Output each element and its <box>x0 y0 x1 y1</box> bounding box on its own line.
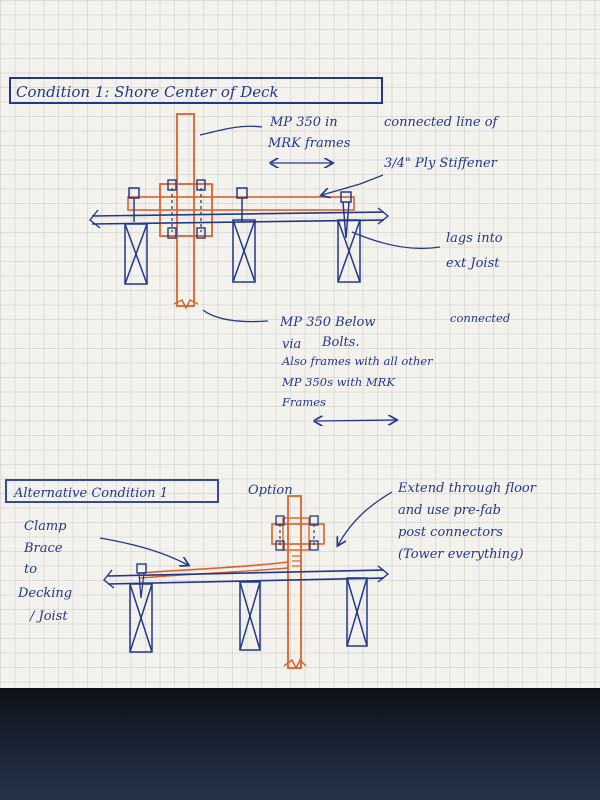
note-extend-line1: Extend through floor <box>397 481 537 496</box>
note-below-line1: MP 350 Below <box>279 315 376 330</box>
condition2-option: Option <box>248 483 293 498</box>
note-clamp-line2: Brace <box>23 541 63 556</box>
condition2-title-box <box>5 479 219 503</box>
condition2-title: Alternative Condition 1 <box>13 486 168 501</box>
note-clamp-line3: to <box>24 562 37 577</box>
note-extend-line2: and use pre-fab <box>398 503 501 518</box>
note-below-mp350s: MP 350s with MRK <box>281 375 396 389</box>
note-below-connected: connected <box>450 311 510 325</box>
condition1-title: Condition 1: Shore Center of Deck <box>16 83 279 101</box>
note-extend-line3: post connectors <box>398 525 503 540</box>
desk-background <box>0 688 600 800</box>
condition1-drawing <box>89 113 441 421</box>
note-stiffener: 3/4" Ply Stiffener <box>384 156 498 171</box>
note-lags-line2: ext Joist <box>446 256 500 271</box>
note-below-frames: Frames <box>281 395 326 409</box>
condition2-drawing <box>99 491 393 670</box>
note-clamp-line5: / Joist <box>28 609 68 624</box>
note-frames-line3: MRK frames <box>267 136 351 151</box>
condition1-title-box <box>9 77 383 104</box>
note-extend-line4: (Tower everything) <box>398 547 524 562</box>
note-frames-line2: connected line of <box>384 115 500 130</box>
note-lags-line1: lags into <box>446 231 503 246</box>
note-below-via: via <box>282 337 301 352</box>
note-clamp-line1: Clamp <box>24 519 67 534</box>
note-frames-line1: MP 350 in <box>269 115 338 130</box>
graph-paper-sheet <box>0 0 600 688</box>
note-clamp-line4: Decking <box>17 586 72 601</box>
note-below-bolts: Bolts. <box>321 335 360 350</box>
note-below-also: Also frames with all other <box>281 354 434 368</box>
